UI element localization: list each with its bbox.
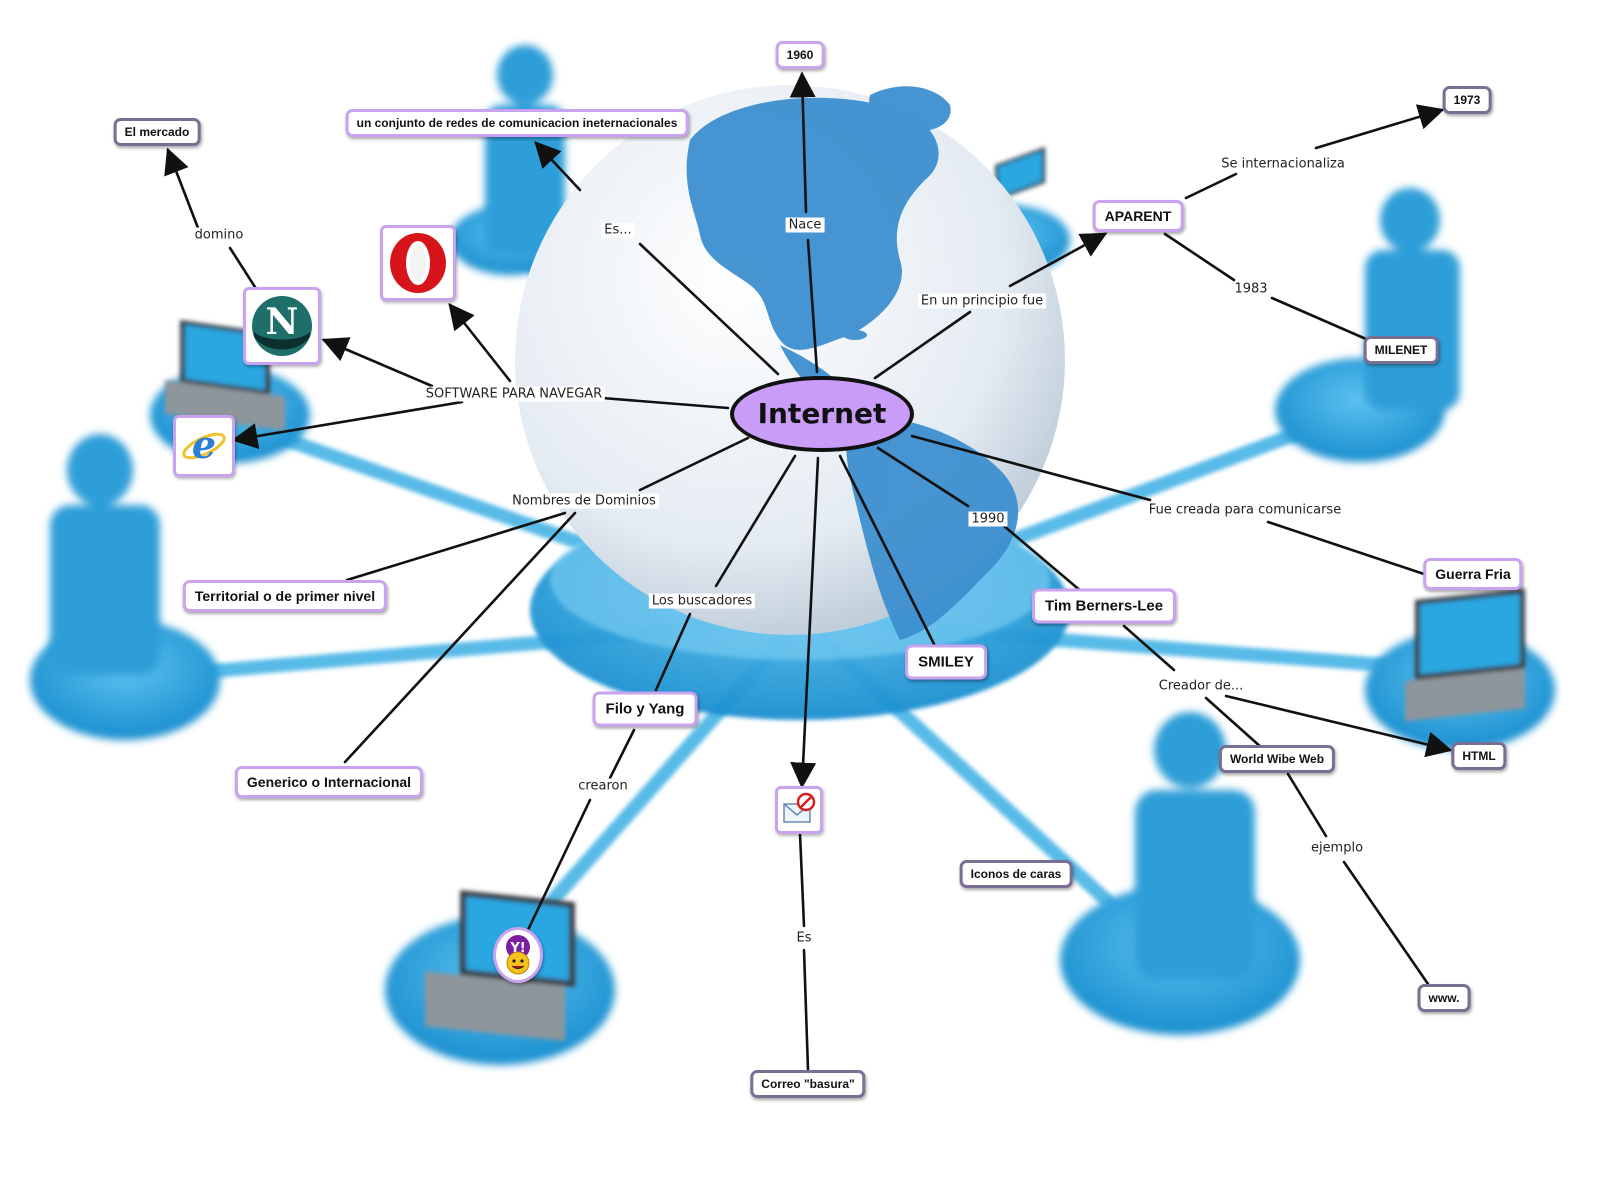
connector-1990-tim (1002, 524, 1084, 594)
link-label-creada: Fue creada para comunicarse (1145, 502, 1345, 518)
connector-internacionaliza-1973 (1314, 104, 1445, 150)
node-filo-yang[interactable]: Filo y Yang (592, 691, 698, 727)
connector-netscape-dominio (228, 246, 257, 289)
connector-filo-crearon (608, 728, 636, 780)
connector-root-software (600, 396, 730, 410)
link-label-crearon: crearon (575, 778, 631, 794)
connector-mail-es (798, 832, 806, 928)
connector-root-1990 (876, 446, 970, 508)
connector-dominios-generico (343, 511, 577, 764)
connector-software-netscape (321, 337, 434, 388)
root-node-internet[interactable]: Internet (730, 376, 914, 452)
link-label-es-correo: Es (793, 930, 815, 946)
connector-root-smiley (838, 454, 936, 646)
link-label-software: SOFTWARE PARA NAVEGAR (422, 386, 606, 402)
node-generico[interactable]: Generico o Internacional (234, 766, 424, 798)
link-label-buscadores: Los buscadores (648, 593, 756, 609)
link-label-1983: 1983 (1231, 281, 1271, 297)
node-world-wibe-web[interactable]: World Wibe Web (1218, 745, 1336, 773)
yahoo-messenger-icon[interactable]: Y! (493, 927, 543, 983)
connector-es-redes (534, 141, 582, 192)
connector-nace-1960 (789, 71, 816, 214)
connector-software-opera (448, 302, 512, 383)
node-territorial[interactable]: Territorial o de primer nivel (182, 580, 388, 612)
node-milenet[interactable]: MILENET (1363, 336, 1439, 364)
connector-1983-milenet (1270, 296, 1368, 341)
svg-text:N: N (266, 301, 299, 343)
link-label-internacionaliza: Se internacionaliza (1218, 156, 1348, 172)
connector-creador-html (1224, 694, 1453, 758)
link-label-dominio: domino (191, 227, 247, 243)
link-label-ejemplo: ejemplo (1307, 840, 1367, 856)
node-mercado[interactable]: El mercado (113, 118, 201, 146)
connector-dominio-mercado (164, 147, 200, 230)
node-1973[interactable]: 1973 (1442, 86, 1492, 114)
link-label-1990: 1990 (968, 511, 1008, 527)
connector-root-principio (873, 310, 972, 380)
node-tim-berners-lee[interactable]: Tim Berners-Lee (1031, 588, 1177, 624)
node-guerra-fria[interactable]: Guerra Fria (1423, 558, 1523, 590)
node-1960[interactable]: 1960 (775, 41, 825, 69)
connector-aparent-1983 (1163, 232, 1236, 282)
netscape-logo-icon[interactable]: N (243, 287, 321, 365)
node-www[interactable]: www. (1417, 984, 1471, 1012)
connector-principio-aparent (1008, 232, 1108, 288)
connector-root-es (638, 242, 780, 376)
internet-explorer-icon[interactable]: e (173, 415, 235, 477)
connector-root-buscadores (714, 454, 797, 588)
node-iconos-de-caras[interactable]: Iconos de caras (959, 860, 1073, 888)
connector-dominios-territorial (345, 511, 567, 582)
svg-text:e: e (192, 422, 216, 467)
link-label-principio: En un principio fue (917, 293, 1047, 309)
connector-root-nace (806, 238, 819, 374)
connector-root-creada (910, 434, 1152, 502)
connector-root-dominios (638, 436, 750, 492)
link-label-nace: Nace (785, 217, 825, 233)
node-html[interactable]: HTML (1451, 742, 1507, 770)
connector-creador-www-web (1204, 696, 1264, 750)
node-correo-basura[interactable]: Correo "basura" (750, 1070, 866, 1098)
node-aparent[interactable]: APARENT (1092, 200, 1184, 232)
connector-es-correo (802, 948, 810, 1072)
link-label-creador: Creador de... (1155, 678, 1247, 694)
node-smiley[interactable]: SMILEY (905, 644, 987, 680)
connector-ejemplo-www (1342, 860, 1430, 986)
link-label-es: Es... (601, 222, 635, 238)
link-label-dominios: Nombres de Dominios (509, 493, 659, 509)
connector-software-ie (231, 400, 464, 449)
node-redes[interactable]: un conjunto de redes de comunicacion ine… (345, 109, 689, 137)
connector-buscadores-filo (654, 612, 692, 692)
connector-crearon-yahoo (526, 798, 592, 932)
connector-creada-guerra (1266, 520, 1426, 576)
connector-root-mail (790, 456, 820, 789)
connector-www-web-ejemplo (1286, 772, 1328, 838)
opera-logo-icon[interactable] (380, 225, 456, 301)
connector-tim-creador (1122, 624, 1176, 672)
blocked-mail-icon[interactable] (775, 786, 823, 834)
connector-aparent-internacionaliza (1184, 172, 1238, 200)
